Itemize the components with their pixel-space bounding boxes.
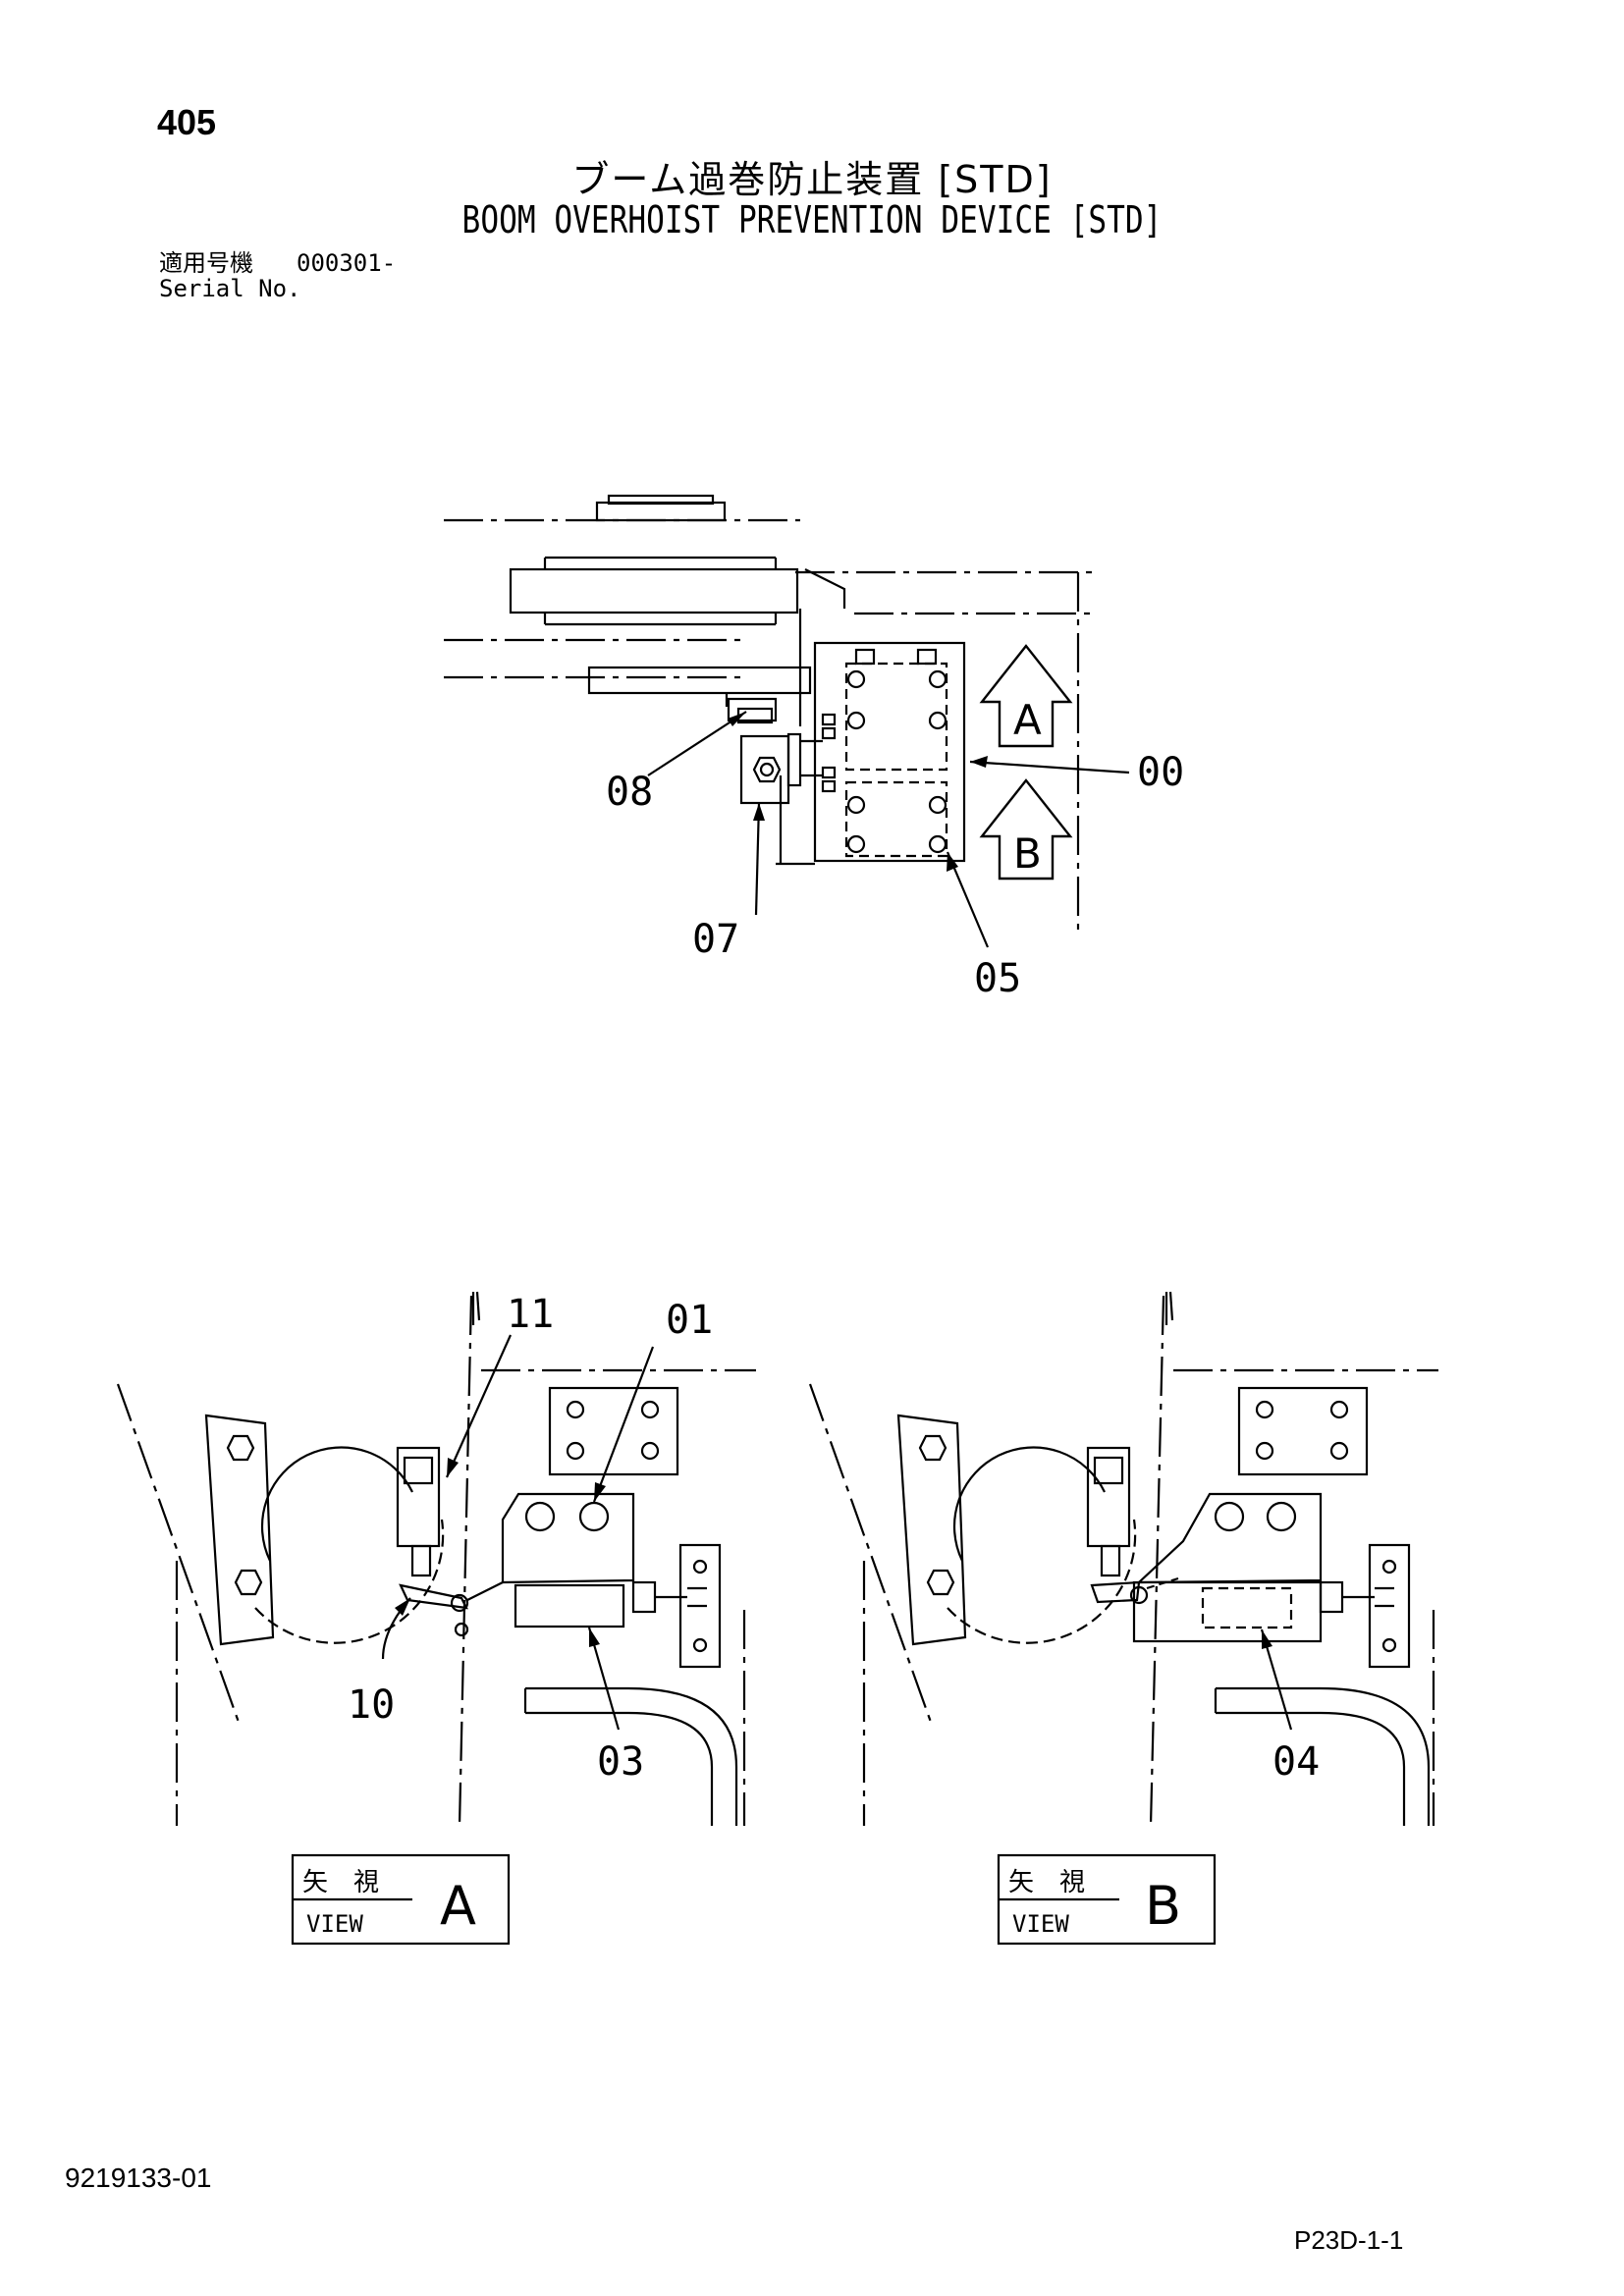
title-japanese: ブーム過巻防止装置 [STD] xyxy=(571,158,1053,201)
page-reference: P23D-1-1 xyxy=(1294,2225,1404,2255)
view-a-jp: 矢 視 xyxy=(302,1868,379,1897)
serial-block: 適用号機 000301- Serial No. xyxy=(159,250,396,301)
callout-11: 11 xyxy=(507,1292,554,1337)
view-box-b xyxy=(997,1853,1217,1946)
callout-08: 08 xyxy=(606,770,653,815)
document-number: 9219133-01 xyxy=(65,2163,212,2193)
title-english: BOOM OVERHOIST PREVENTION DEVICE [STD] xyxy=(461,198,1163,241)
view-b-en: VIEW xyxy=(1012,1910,1069,1938)
arrow-a-letter: A xyxy=(1013,696,1042,744)
callout-10: 10 xyxy=(348,1682,395,1728)
callout-07: 07 xyxy=(692,917,739,962)
top-assembly xyxy=(444,494,1130,948)
serial-label-jp: 適用号機 xyxy=(159,249,253,277)
callout-labels: 00 05 07 08 01 11 10 03 04 xyxy=(348,750,1320,1785)
callout-05: 05 xyxy=(974,956,1021,1001)
arrow-b-letter: B xyxy=(1013,829,1042,878)
view-box-a xyxy=(291,1853,511,1946)
callout-00: 00 xyxy=(1137,750,1184,795)
callout-04: 04 xyxy=(1272,1739,1320,1785)
view-b-letter: B xyxy=(1145,1875,1181,1937)
serial-label-en: Serial No. xyxy=(159,275,301,302)
callout-01: 01 xyxy=(666,1298,713,1343)
serial-value: 000301- xyxy=(297,249,397,277)
view-b-drawing xyxy=(808,1291,1438,1827)
view-a-en: VIEW xyxy=(306,1910,363,1938)
page-number: 405 xyxy=(157,102,217,142)
view-a-drawing xyxy=(116,1291,756,1827)
view-b-jp: 矢 視 xyxy=(1008,1868,1085,1897)
callout-03: 03 xyxy=(597,1739,644,1785)
view-a-letter: A xyxy=(440,1875,476,1937)
